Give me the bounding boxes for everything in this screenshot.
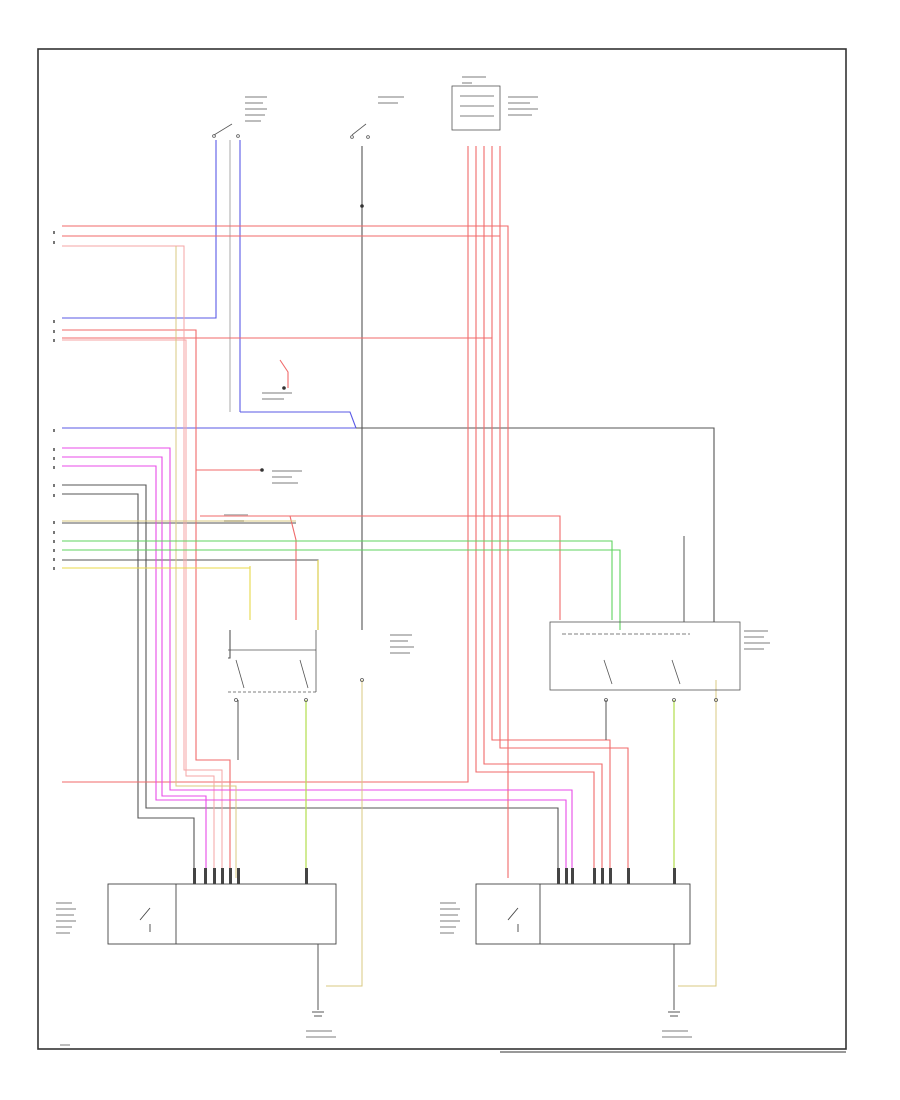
left-window-motor-module (107, 883, 337, 945)
top-switch-left (212, 123, 240, 138)
wires-red (62, 146, 629, 878)
wires-yellow (62, 560, 319, 630)
wires-gray (62, 140, 715, 878)
top-switch-center (350, 123, 370, 139)
wires-tan (62, 246, 717, 987)
wires-magenta (62, 447, 573, 878)
wires-green (62, 540, 621, 630)
right-window-switch (549, 621, 741, 702)
wires-dark-right (237, 536, 685, 760)
ground-left (312, 944, 324, 1017)
connector-pins-left (53, 231, 55, 570)
label-marks (56, 76, 770, 1046)
left-window-switch (228, 630, 364, 702)
splice-points (260, 204, 364, 472)
wires-ygreen (305, 700, 675, 878)
diagram-frame (37, 48, 847, 1050)
top-fuse-box (451, 85, 501, 131)
ground-right (668, 944, 680, 1017)
right-window-motor-module (475, 883, 691, 945)
wires-blue (62, 140, 357, 429)
module-pins (193, 868, 676, 884)
wires-pink (62, 245, 223, 878)
